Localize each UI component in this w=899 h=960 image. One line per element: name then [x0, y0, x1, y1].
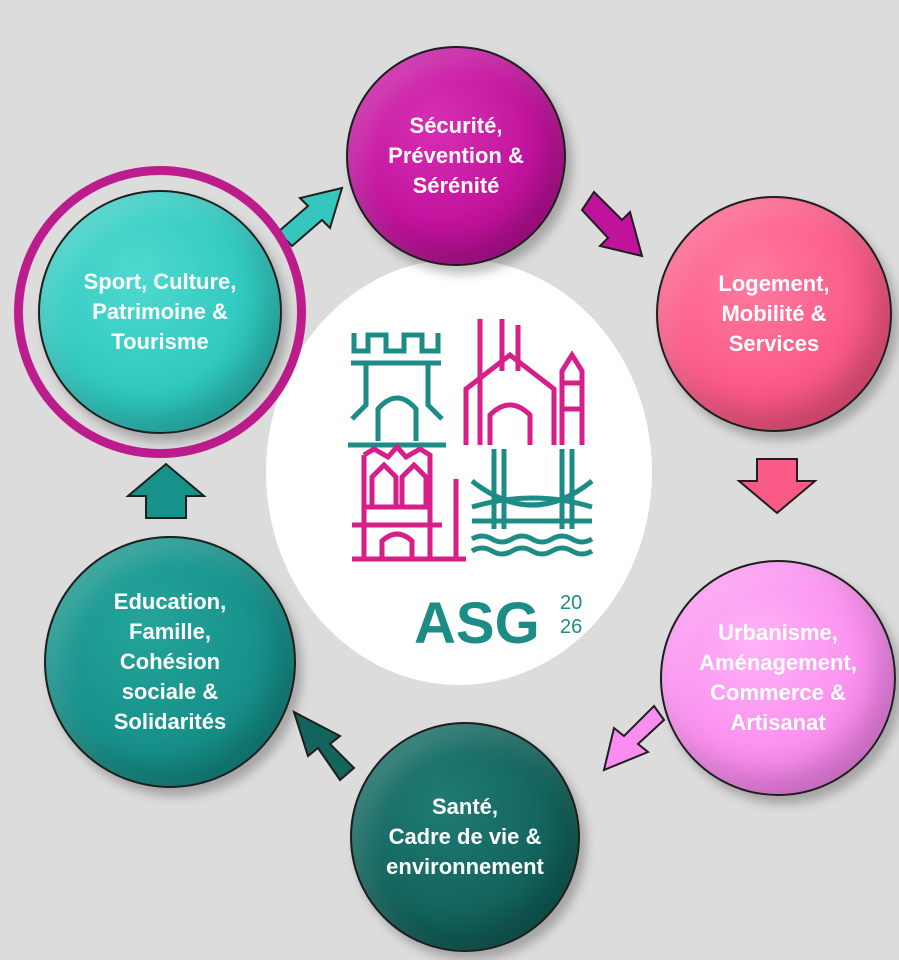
- arrow-education-to-sport-icon: [125, 462, 207, 519]
- node-logement-label: Logement, Mobilité & Services: [718, 271, 830, 356]
- arrow-securite-to-logement-icon: [580, 190, 644, 258]
- logo-circle: ASG 20 26: [266, 259, 652, 685]
- node-sport-label: Sport, Culture, Patrimoine & Tourisme: [83, 269, 237, 354]
- gate-icon: [352, 443, 466, 562]
- logo-year-top: 20: [560, 592, 582, 614]
- node-urbanisme-label: Urbanisme, Aménagement, Commerce & Artis…: [699, 620, 857, 735]
- arrow-logement-to-urbanisme-icon: [736, 458, 818, 515]
- node-sport[interactable]: Sport, Culture, Patrimoine & Tourisme: [38, 190, 282, 434]
- arrow-sante-to-education-icon: [292, 709, 356, 782]
- node-education-label: Education, Famille, Cohésion sociale & S…: [113, 589, 227, 734]
- node-securite[interactable]: Sécurité, Prévention & Sérénité: [346, 46, 566, 266]
- logo-year-bottom: 26: [560, 616, 582, 638]
- node-education[interactable]: Education, Famille, Cohésion sociale & S…: [44, 536, 296, 788]
- node-logement[interactable]: Logement, Mobilité & Services: [656, 196, 892, 432]
- arrow-urbanisme-to-sante-icon: [602, 704, 666, 772]
- bridge-icon: [470, 449, 594, 557]
- highlight-ring: [14, 166, 306, 458]
- node-sante[interactable]: Santé, Cadre de vie & environnement: [350, 722, 580, 952]
- node-sante-label: Santé, Cadre de vie & environnement: [386, 794, 544, 879]
- asg-logo: ASG 20 26: [348, 319, 594, 656]
- church-icon: [463, 319, 585, 445]
- arrow-sport-to-securite-icon: [276, 186, 344, 248]
- node-securite-label: Sécurité, Prévention & Sérénité: [388, 113, 524, 198]
- node-urbanisme[interactable]: Urbanisme, Aménagement, Commerce & Artis…: [660, 560, 896, 796]
- tower-icon: [348, 332, 446, 448]
- logo-text: ASG: [414, 591, 540, 656]
